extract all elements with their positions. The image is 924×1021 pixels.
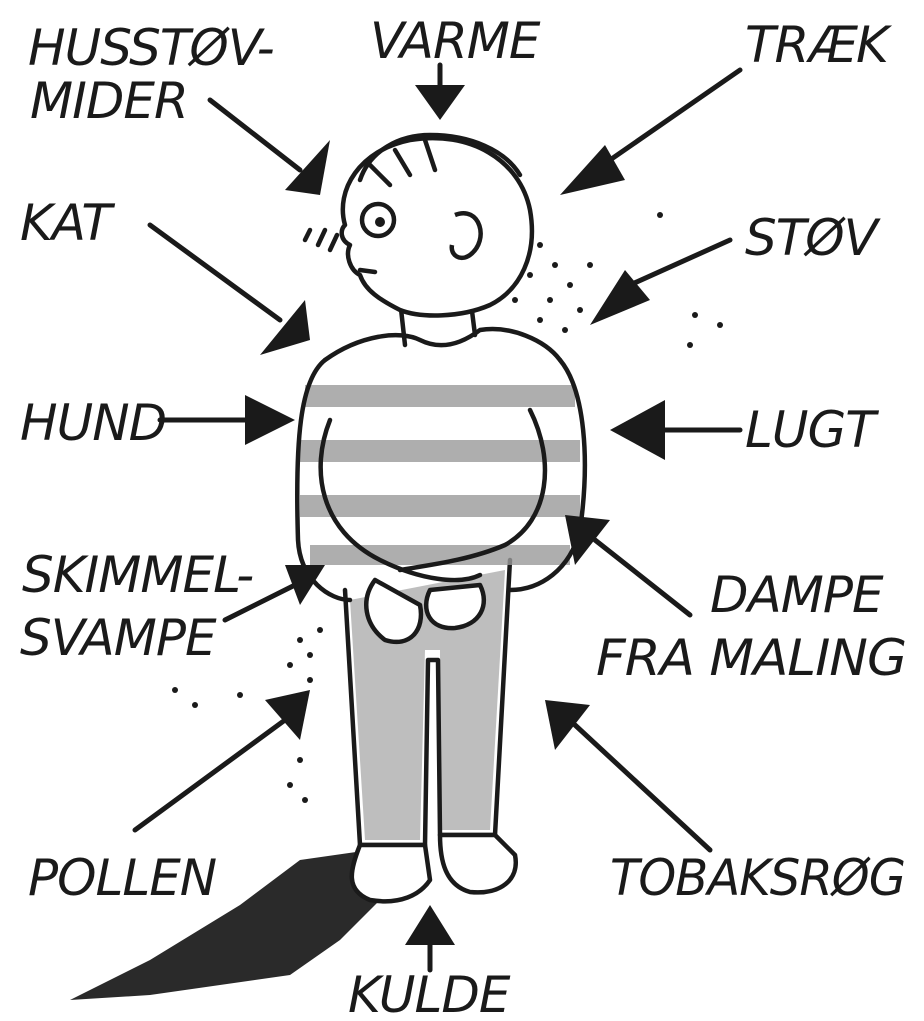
label-dampe: DAMPE [710,566,884,624]
label-husstov: HUSSTØV- [28,19,274,77]
label-kat: KAT [20,194,115,252]
label-lugt: LUGT [745,401,879,459]
label-stov: STØV [745,209,882,267]
label-traek: TRÆK [745,16,893,74]
person-figure [297,135,585,901]
label-fra-maling: FRA MALING [596,629,906,687]
label-svampe: SVAMPE [20,609,217,667]
label-pollen: POLLEN [28,849,217,907]
label-kulde: KULDE [348,966,511,1021]
label-hund: HUND [20,394,166,452]
label-mider: MIDER [30,72,188,130]
label-varme: VARME [370,12,541,70]
label-tobaksrog: TOBAKSRØG [610,849,905,907]
label-skimmel: SKIMMEL- [22,546,253,604]
